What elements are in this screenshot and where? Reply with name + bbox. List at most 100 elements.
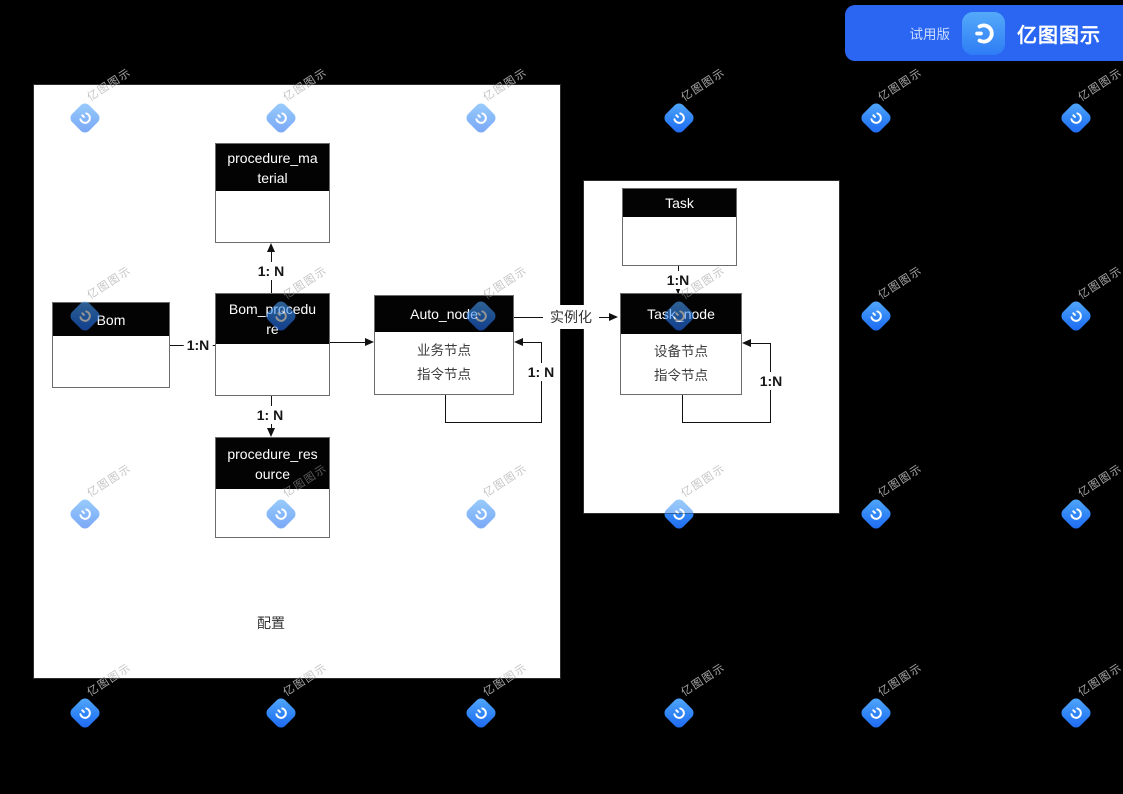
arrowhead-right-icon bbox=[609, 313, 618, 321]
edraw-diamond-icon bbox=[264, 696, 298, 730]
brand-name: 亿图图示 bbox=[1017, 24, 1101, 47]
watermark-text: 亿图图示 bbox=[1076, 661, 1123, 699]
watermark: 亿图图示 bbox=[68, 662, 134, 730]
edge-label-bomprocedure-resource[interactable]: 1: N bbox=[253, 406, 287, 424]
edraw-diamond-icon bbox=[68, 696, 102, 730]
watermark: 亿图图示 bbox=[1059, 463, 1123, 531]
entity-body-line: 业务节点 bbox=[417, 343, 471, 358]
watermark: 亿图图示 bbox=[464, 662, 530, 730]
edraw-diamond-icon bbox=[859, 101, 893, 135]
watermark-text: 亿图图示 bbox=[679, 661, 728, 699]
watermark-text: 亿图图示 bbox=[876, 66, 925, 104]
edraw-diamond-icon bbox=[859, 696, 893, 730]
watermark: 亿图图示 bbox=[859, 67, 925, 135]
group-label-config[interactable]: 配置 bbox=[257, 615, 285, 631]
edge-label-tasknode-selfloop[interactable]: 1:N bbox=[756, 372, 786, 390]
edraw-diamond-icon bbox=[1059, 696, 1093, 730]
edraw-diamond-icon bbox=[1059, 299, 1093, 333]
arrowhead-down-icon bbox=[267, 428, 275, 437]
edraw-diamond-icon bbox=[859, 101, 893, 135]
edge-autonode-selfloop bbox=[445, 395, 446, 422]
watermark: 亿图图示 bbox=[859, 463, 925, 531]
entity-bom[interactable]: Bom bbox=[52, 302, 170, 388]
edge-tasknode-selfloop bbox=[682, 395, 683, 422]
entity-body-line: 指令节点 bbox=[654, 368, 708, 383]
edraw-diamond-icon bbox=[1059, 101, 1093, 135]
watermark: 亿图图示 bbox=[859, 662, 925, 730]
arrowhead-down-icon bbox=[674, 285, 682, 294]
edraw-diamond-icon bbox=[859, 696, 893, 730]
watermark-text: 亿图图示 bbox=[679, 66, 728, 104]
edraw-diamond-icon bbox=[859, 497, 893, 531]
watermark: 亿图图示 bbox=[1059, 265, 1123, 333]
entity-title-line: ource bbox=[254, 465, 291, 482]
watermark-text: 亿图图示 bbox=[876, 661, 925, 699]
watermark: 亿图图示 bbox=[1059, 463, 1123, 531]
edge-label-task-tasknode[interactable]: 1:N bbox=[663, 271, 693, 289]
edge-autonode-selfloop bbox=[541, 342, 542, 423]
watermark: 亿图图示 bbox=[859, 265, 925, 333]
edraw-diamond-icon bbox=[464, 696, 498, 730]
watermark: 亿图图示 bbox=[1059, 662, 1123, 730]
entity-bom-procedure[interactable]: Bom_procedu re bbox=[215, 293, 330, 396]
edge-label-instantiation[interactable]: 实例化 bbox=[543, 305, 599, 329]
entity-task[interactable]: Task bbox=[622, 188, 737, 266]
edraw-diamond-icon bbox=[859, 299, 893, 333]
watermark: 亿图图示 bbox=[859, 463, 925, 531]
entity-procedure-resource[interactable]: procedure_res ource bbox=[215, 437, 330, 538]
watermark: 亿图图示 bbox=[1059, 662, 1123, 730]
watermark: 亿图图示 bbox=[1059, 67, 1123, 135]
edraw-diamond-icon bbox=[1059, 299, 1093, 333]
watermark: 亿图图示 bbox=[662, 67, 728, 135]
entity-title-line: Auto_node bbox=[410, 306, 478, 322]
edge-label-bom-bomprocedure[interactable]: 1:N bbox=[183, 336, 213, 354]
arrowhead-left-icon bbox=[742, 339, 751, 347]
watermark-text: 亿图图示 bbox=[1076, 264, 1123, 302]
edraw-diamond-icon bbox=[1059, 696, 1093, 730]
watermark-text: 亿图图示 bbox=[1076, 66, 1123, 104]
edraw-diamond-icon bbox=[464, 696, 498, 730]
watermark: 亿图图示 bbox=[1059, 67, 1123, 135]
watermark: 亿图图示 bbox=[859, 662, 925, 730]
watermark-text: 亿图图示 bbox=[876, 264, 925, 302]
entity-title-line: Task_node bbox=[647, 306, 715, 322]
entity-task-node[interactable]: Task_node 设备节点 指令节点 bbox=[620, 293, 742, 395]
watermark-text: 亿图图示 bbox=[1076, 462, 1123, 500]
watermark: 亿图图示 bbox=[859, 265, 925, 333]
watermark: 亿图图示 bbox=[662, 662, 728, 730]
watermark-text: 亿图图示 bbox=[876, 264, 925, 302]
watermark-text: 亿图图示 bbox=[679, 66, 728, 104]
entity-title-line: terial bbox=[257, 169, 288, 186]
edraw-diamond-icon bbox=[662, 101, 696, 135]
arrowhead-right-icon bbox=[365, 338, 374, 346]
edraw-diamond-icon bbox=[1059, 497, 1093, 531]
arrowhead-left-icon bbox=[514, 338, 523, 346]
trial-banner[interactable]: 试用版 亿图图示 bbox=[845, 5, 1123, 61]
edge-label-bomprocedure-material[interactable]: 1: N bbox=[254, 262, 288, 280]
entity-title-line: re bbox=[266, 321, 279, 337]
entity-title-line: Bom bbox=[96, 311, 126, 328]
watermark: 亿图图示 bbox=[264, 662, 330, 730]
entity-auto-node[interactable]: Auto_node 业务节点 指令节点 bbox=[374, 295, 514, 395]
watermark-text: 亿图图示 bbox=[1076, 66, 1123, 104]
watermark: 亿图图示 bbox=[1059, 265, 1123, 333]
edge-label-autonode-selfloop[interactable]: 1: N bbox=[524, 363, 558, 381]
entity-title-line: Bom_procedu bbox=[228, 301, 317, 317]
edraw-diamond-icon bbox=[662, 696, 696, 730]
edraw-diamond-icon bbox=[1059, 497, 1093, 531]
watermark: 亿图图示 bbox=[662, 662, 728, 730]
edraw-logo-icon bbox=[962, 11, 1005, 55]
watermark-text: 亿图图示 bbox=[1076, 462, 1123, 500]
edge-bomprocedure-autonode bbox=[330, 342, 366, 343]
edraw-diamond-icon bbox=[662, 696, 696, 730]
trial-version-label: 试用版 bbox=[909, 27, 951, 42]
edraw-diamond-icon bbox=[859, 497, 893, 531]
edraw-diamond-icon bbox=[68, 696, 102, 730]
edge-autonode-selfloop bbox=[445, 422, 542, 423]
watermark: 亿图图示 bbox=[662, 67, 728, 135]
watermark: 亿图图示 bbox=[859, 67, 925, 135]
entity-procedure-material[interactable]: procedure_ma terial bbox=[215, 143, 330, 243]
entity-body-line: 指令节点 bbox=[417, 367, 471, 382]
edraw-diamond-icon bbox=[859, 299, 893, 333]
